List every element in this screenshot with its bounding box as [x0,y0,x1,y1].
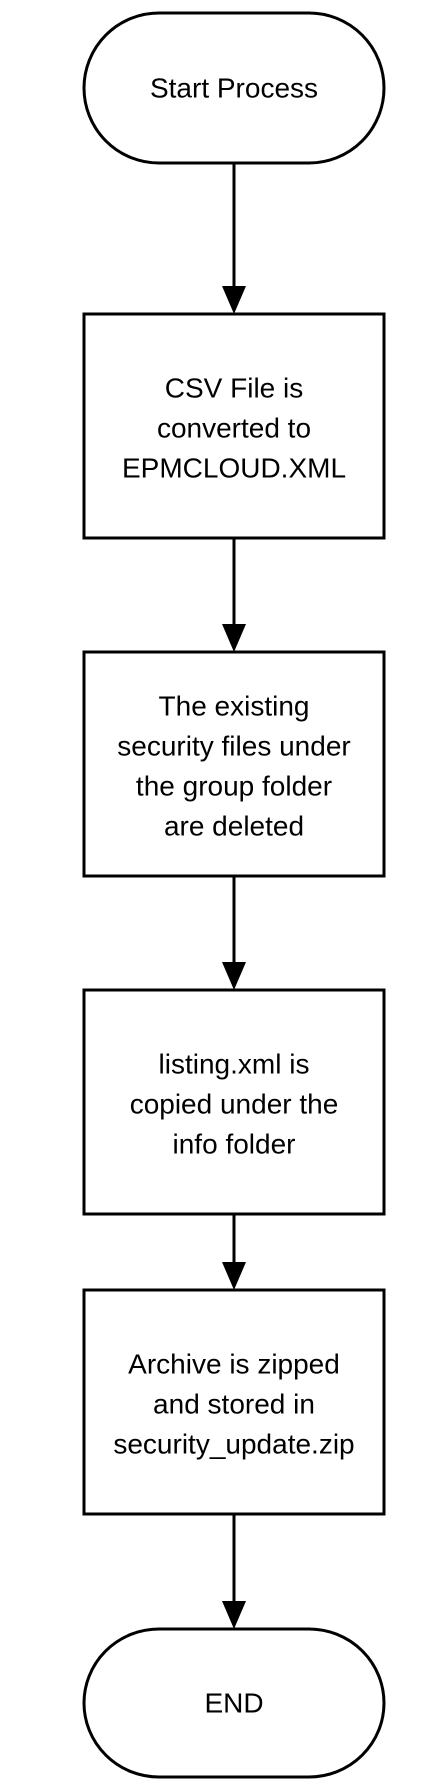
process-shape [82,988,386,1216]
terminator-shape [82,1627,386,1779]
node-text-line: and stored in [153,1388,315,1419]
terminator-shape [82,11,386,165]
arrow-copy-to-zip [222,1214,246,1290]
node-end: END [82,1627,386,1779]
node-text-line: the group folder [136,770,332,801]
node-text-line: copied under the [130,1088,339,1119]
node-copy: listing.xml is copied under the info folde… [82,988,386,1216]
node-zip: Archive is zipped and stored in security_u… [82,1288,386,1516]
node-text-line: security files under [117,730,350,761]
node-delete: The existing security files under the grou… [82,650,386,878]
process-shape [82,312,386,540]
node-start: Start Process [82,11,386,165]
node-text-line: converted to [157,412,311,443]
node-text-line: The existing [159,690,310,721]
arrow-delete-to-copy [222,876,246,990]
process-shape [82,650,386,878]
node-text-line: Start Process [150,72,318,103]
arrowhead-icon [222,1262,246,1290]
node-text-line: are deleted [164,810,304,841]
arrowhead-icon [222,624,246,652]
arrow-start-to-convert [222,163,246,314]
arrowhead-icon [222,286,246,314]
arrow-zip-to-end [222,1514,246,1629]
arrowhead-icon [222,962,246,990]
node-text-line: Archive is zipped [128,1348,340,1379]
arrowhead-icon [222,1601,246,1629]
node-text-line: info folder [173,1128,296,1159]
node-text-line: security_update.zip [113,1428,354,1459]
node-text-line: END [204,1687,263,1718]
process-shape [82,1288,386,1516]
node-text-line: CSV File is [165,372,303,403]
arrow-convert-to-delete [222,538,246,652]
node-text-line: EPMCLOUD.XML [122,452,346,483]
node-text-line: listing.xml is [159,1048,310,1079]
node-convert: CSV File is converted to EPMCLOUD.XML [82,312,386,540]
edges [222,163,246,1629]
